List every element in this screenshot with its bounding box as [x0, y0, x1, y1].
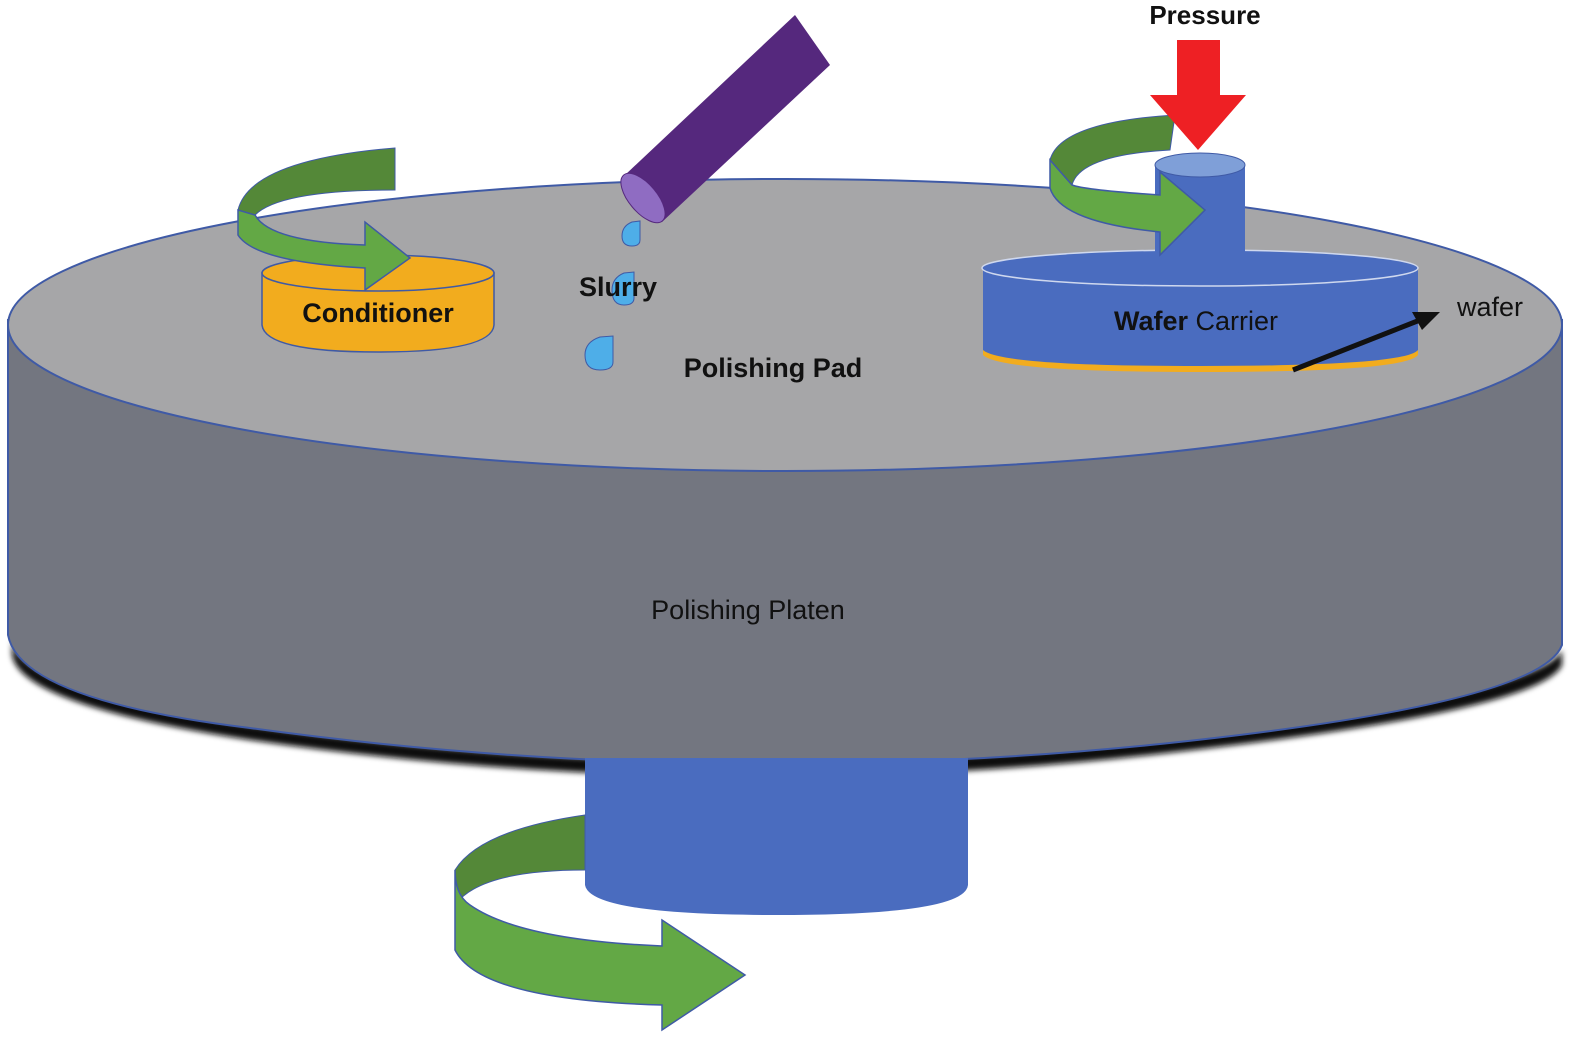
wafer-pointer-arrow-icon: [1292, 312, 1440, 373]
platen-rotation-arrow-icon: [454, 814, 747, 1032]
slurry-drops: [584, 220, 641, 371]
slurry-tube: [620, 15, 830, 224]
conditioner-rotation-arrow-icon: [237, 208, 412, 292]
pressure-arrow-icon: [1150, 40, 1246, 150]
polishing-platen-label: Polishing Platen: [651, 595, 845, 625]
wafer-carrier-label-bold: Wafer: [1114, 306, 1189, 336]
slurry-drop: [611, 271, 635, 306]
slurry-drop: [584, 335, 614, 371]
slurry-drop: [621, 220, 641, 247]
wafer-carrier-label-rest: Carrier: [1188, 306, 1278, 336]
polishing-pad-label: Polishing Pad: [684, 353, 863, 383]
platen-spindle: [585, 758, 968, 915]
slurry-label: Slurry: [579, 272, 657, 302]
pressure-label: Pressure: [1149, 0, 1260, 30]
wafer-label: wafer: [1456, 292, 1523, 322]
carrier-rotation-arrow-icon: [1049, 158, 1207, 257]
wafer-carrier-label: Wafer Carrier: [1114, 306, 1278, 336]
conditioner-label: Conditioner: [302, 298, 454, 328]
